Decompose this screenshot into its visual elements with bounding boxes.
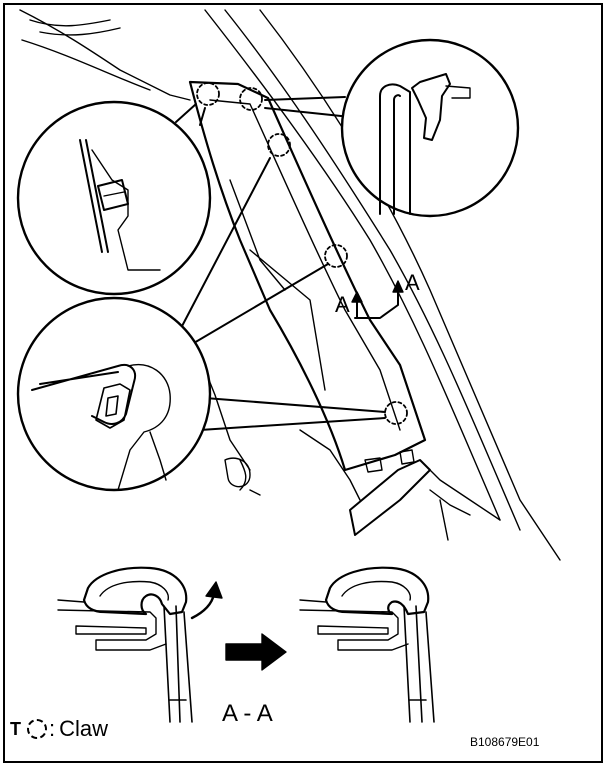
legend-prefix: T <box>10 718 21 739</box>
detail-tr-garnish <box>379 83 411 215</box>
detail-tl-clip <box>97 179 129 211</box>
claw-marker-3 <box>267 133 291 157</box>
detail-circle-top-left <box>16 100 212 296</box>
leader-line-middle <box>179 157 329 351</box>
section-before-pillar <box>163 605 193 723</box>
vehicle-glass-edge <box>259 9 561 561</box>
pillar-garnish-inner <box>209 99 401 431</box>
claw-marker-2 <box>239 87 263 111</box>
pillar-garnish-bracket <box>364 449 415 473</box>
lower-right-structure <box>419 459 501 541</box>
vehicle-wire-harness <box>29 19 121 36</box>
section-before-trim <box>57 599 167 651</box>
detail-ml-body <box>117 364 171 491</box>
detail-circle-top-right <box>340 38 520 218</box>
detail-tl-panel-2 <box>91 149 161 271</box>
leader-line-top-left <box>175 103 206 126</box>
section-after-trim <box>299 599 409 651</box>
pillar-garnish-lower-tab <box>349 459 431 536</box>
section-before-garnish <box>82 566 188 616</box>
vehicle-pillar-edge <box>204 9 501 521</box>
push-arrow <box>225 633 287 671</box>
figure-id: B108679E01 <box>470 735 540 749</box>
claw-marker-5 <box>384 401 408 425</box>
section-label: A - A <box>222 700 273 727</box>
section-after-trim-2 <box>317 625 389 635</box>
claw-marker-4 <box>324 244 348 268</box>
detail-tl-panel <box>79 139 109 253</box>
detail-ml-clip <box>95 383 131 429</box>
section-arrow-right-head <box>392 280 404 293</box>
detail-tl-clip-rib <box>103 191 125 197</box>
leader-line-lower <box>199 397 386 431</box>
claw-marker-1 <box>196 82 220 106</box>
rotation-arrow <box>190 592 216 620</box>
section-before-garnish-inner <box>99 580 169 601</box>
vehicle-body-outline <box>19 9 191 101</box>
legend-separator: : <box>49 716 56 741</box>
arrow-a-right-label: A <box>405 270 420 295</box>
detail-tr-clip <box>411 73 451 141</box>
section-arrow-left-head <box>351 291 363 303</box>
lower-body-line-2 <box>249 429 361 501</box>
vehicle-body-line <box>21 39 151 91</box>
rotation-arrow-head <box>205 581 223 599</box>
detail-tr-clip-rib <box>445 85 471 99</box>
legend-text: Claw <box>59 716 109 741</box>
vehicle-pillar-edge-2 <box>224 9 521 531</box>
section-before-trim-2 <box>75 625 147 635</box>
detail-circle-middle-left <box>16 296 212 492</box>
detail-ml-garnish <box>31 364 136 425</box>
arrow-a-left-label: A <box>335 292 350 317</box>
section-after-garnish-inner <box>341 580 411 601</box>
claw-legend: T : Claw <box>10 716 108 742</box>
pillar-garnish-outline <box>188 80 427 472</box>
section-after-garnish <box>324 566 430 616</box>
section-after-pillar <box>403 605 435 723</box>
section-cut-line <box>354 291 399 319</box>
lower-bracket <box>224 457 251 488</box>
pillar-garnish-rib <box>229 179 326 391</box>
dashed-circle-icon <box>27 719 47 739</box>
